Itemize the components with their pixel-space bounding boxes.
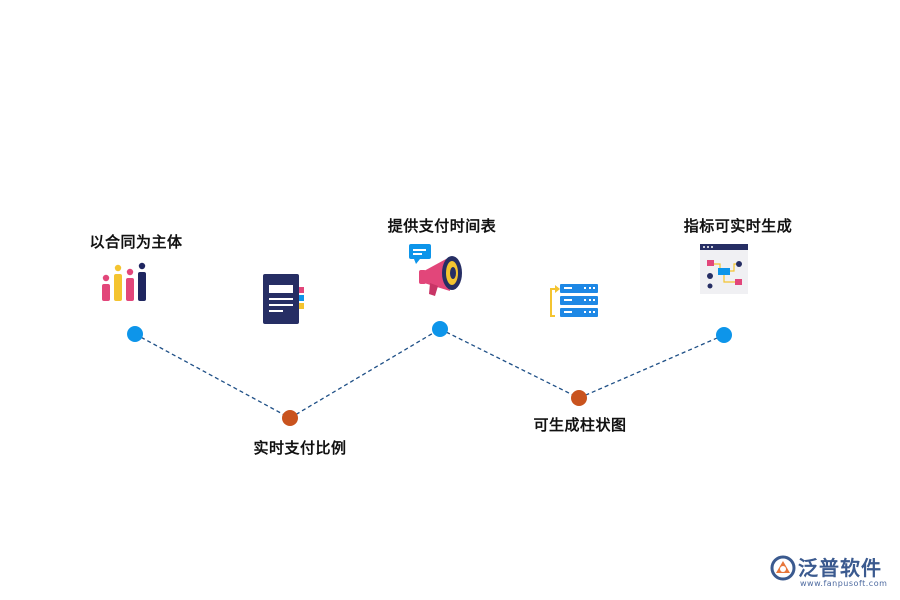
connector-line-2 [289,328,441,419]
bar-chart-icon [102,262,146,301]
connector-line-1 [134,333,291,419]
node-2 [282,410,298,426]
node-5 [716,327,732,343]
node-label-1: 以合同为主体 [89,233,183,251]
node-label-4: 可生成柱状图 [533,416,627,434]
node-1 [127,326,143,342]
node-label-3: 提供支付时间表 [387,217,497,235]
logo-name: 泛普软件 [798,556,882,580]
node-4 [571,390,587,406]
node-label-5: 指标可实时生成 [683,217,793,235]
connector-line-3 [439,328,580,399]
node-3 [432,321,448,337]
node-label-2: 实时支付比例 [253,439,347,457]
connector-line-4 [578,334,725,399]
logo-mark-icon [770,555,796,581]
server-icon [550,284,598,317]
flowchart-icon [700,244,748,294]
document-icon [263,274,304,324]
megaphone-icon [409,244,462,296]
brand-logo: 泛普软件 www.fanpusoft.com [770,552,895,596]
logo-url: www.fanpusoft.com [800,579,888,588]
